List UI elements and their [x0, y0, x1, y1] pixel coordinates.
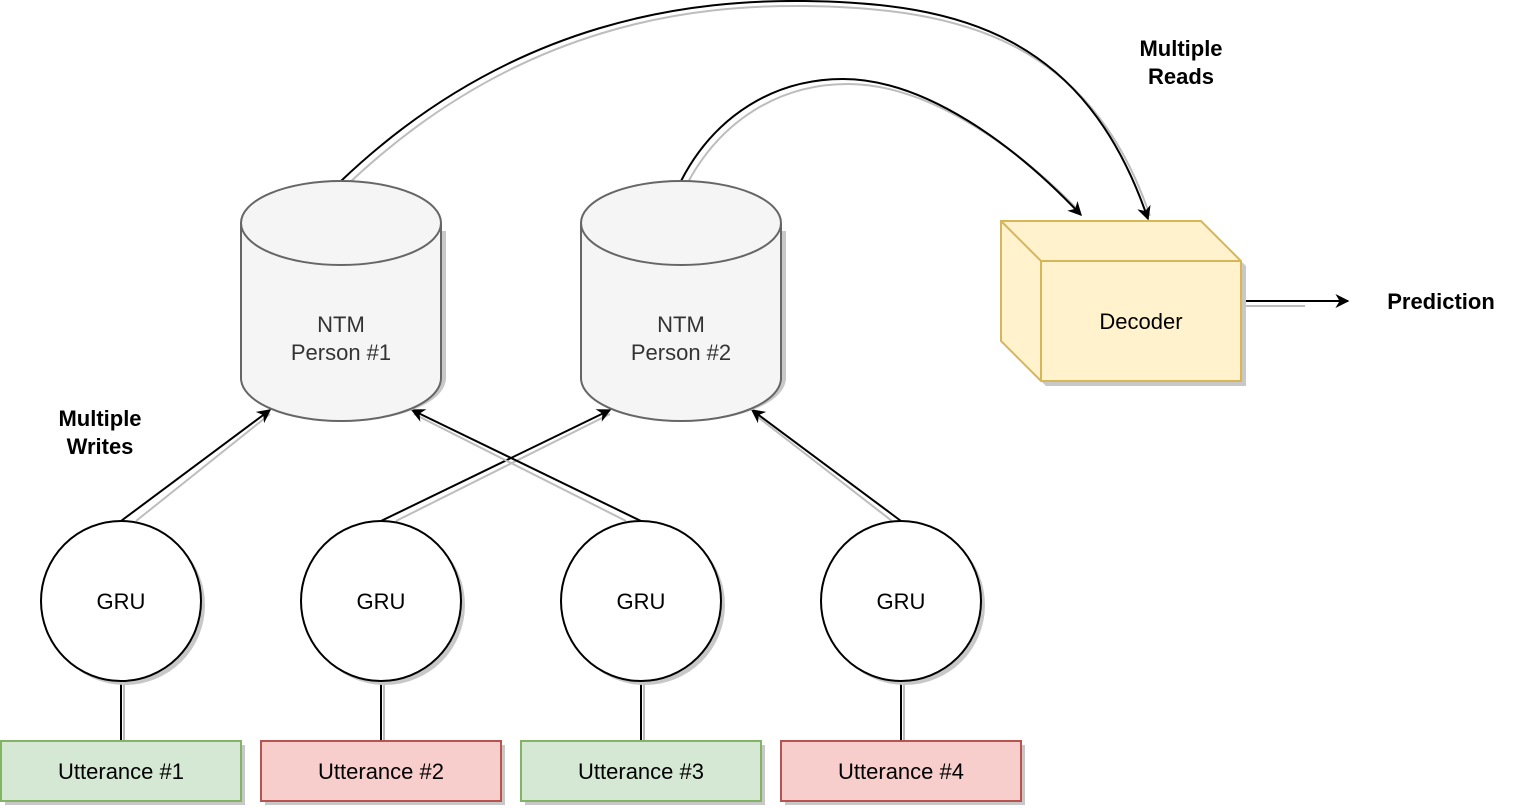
prediction-arrow	[1241, 294, 1350, 308]
decoder-label: Decoder	[1099, 309, 1182, 334]
write-arrow-gru2-memory2	[380, 409, 612, 522]
multiple-reads-label-line2: Reads	[1148, 64, 1214, 89]
connector-utt1-gru1	[120, 681, 125, 746]
multiple-writes-label-line1: Multiple	[58, 406, 141, 431]
connector-utt2-gru2	[380, 681, 385, 746]
utterance-label: Utterance #4	[838, 759, 964, 784]
gru-label: GRU	[877, 589, 926, 614]
ntm-memory-person1: NTM Person #1	[240, 180, 446, 422]
memory2-label-line2: Person #2	[631, 340, 731, 365]
utterance-box-2: Utterance #2	[260, 740, 505, 805]
connector-utt4-gru4	[900, 681, 905, 746]
connector-utt3-gru3	[640, 681, 645, 746]
gru-label: GRU	[357, 589, 406, 614]
gru-node-1: GRU	[40, 520, 205, 685]
gru-label: GRU	[97, 589, 146, 614]
multiple-writes-label-line2: Writes	[67, 434, 134, 459]
multiple-reads-label-line1: Multiple	[1139, 36, 1222, 61]
read-arrow-memory1	[340, 0, 1151, 221]
read-arrow-memory2	[680, 77, 1082, 217]
gru-node-4: GRU	[820, 520, 985, 685]
gru-node-2: GRU	[300, 520, 465, 685]
utterance-label: Utterance #3	[578, 759, 704, 784]
memory1-label-line1: NTM	[317, 312, 365, 337]
decoder-block: Decoder	[1000, 220, 1246, 386]
utterance-box-4: Utterance #4	[780, 740, 1025, 805]
memory2-label-line1: NTM	[657, 312, 705, 337]
utterance-label: Utterance #2	[318, 759, 444, 784]
memory1-label-line2: Person #1	[291, 340, 391, 365]
utterance-box-3: Utterance #3	[520, 740, 765, 805]
gru-label: GRU	[617, 589, 666, 614]
write-arrow-gru4-memory2	[750, 409, 902, 522]
gru-node-3: GRU	[560, 520, 725, 685]
write-arrow-gru1-memory1	[120, 409, 272, 522]
write-arrow-gru3-memory1	[410, 409, 642, 522]
ntm-memory-person2: NTM Person #2	[580, 180, 786, 422]
prediction-label: Prediction	[1387, 289, 1495, 314]
utterance-label: Utterance #1	[58, 759, 184, 784]
utterance-box-1: Utterance #1	[0, 740, 245, 805]
